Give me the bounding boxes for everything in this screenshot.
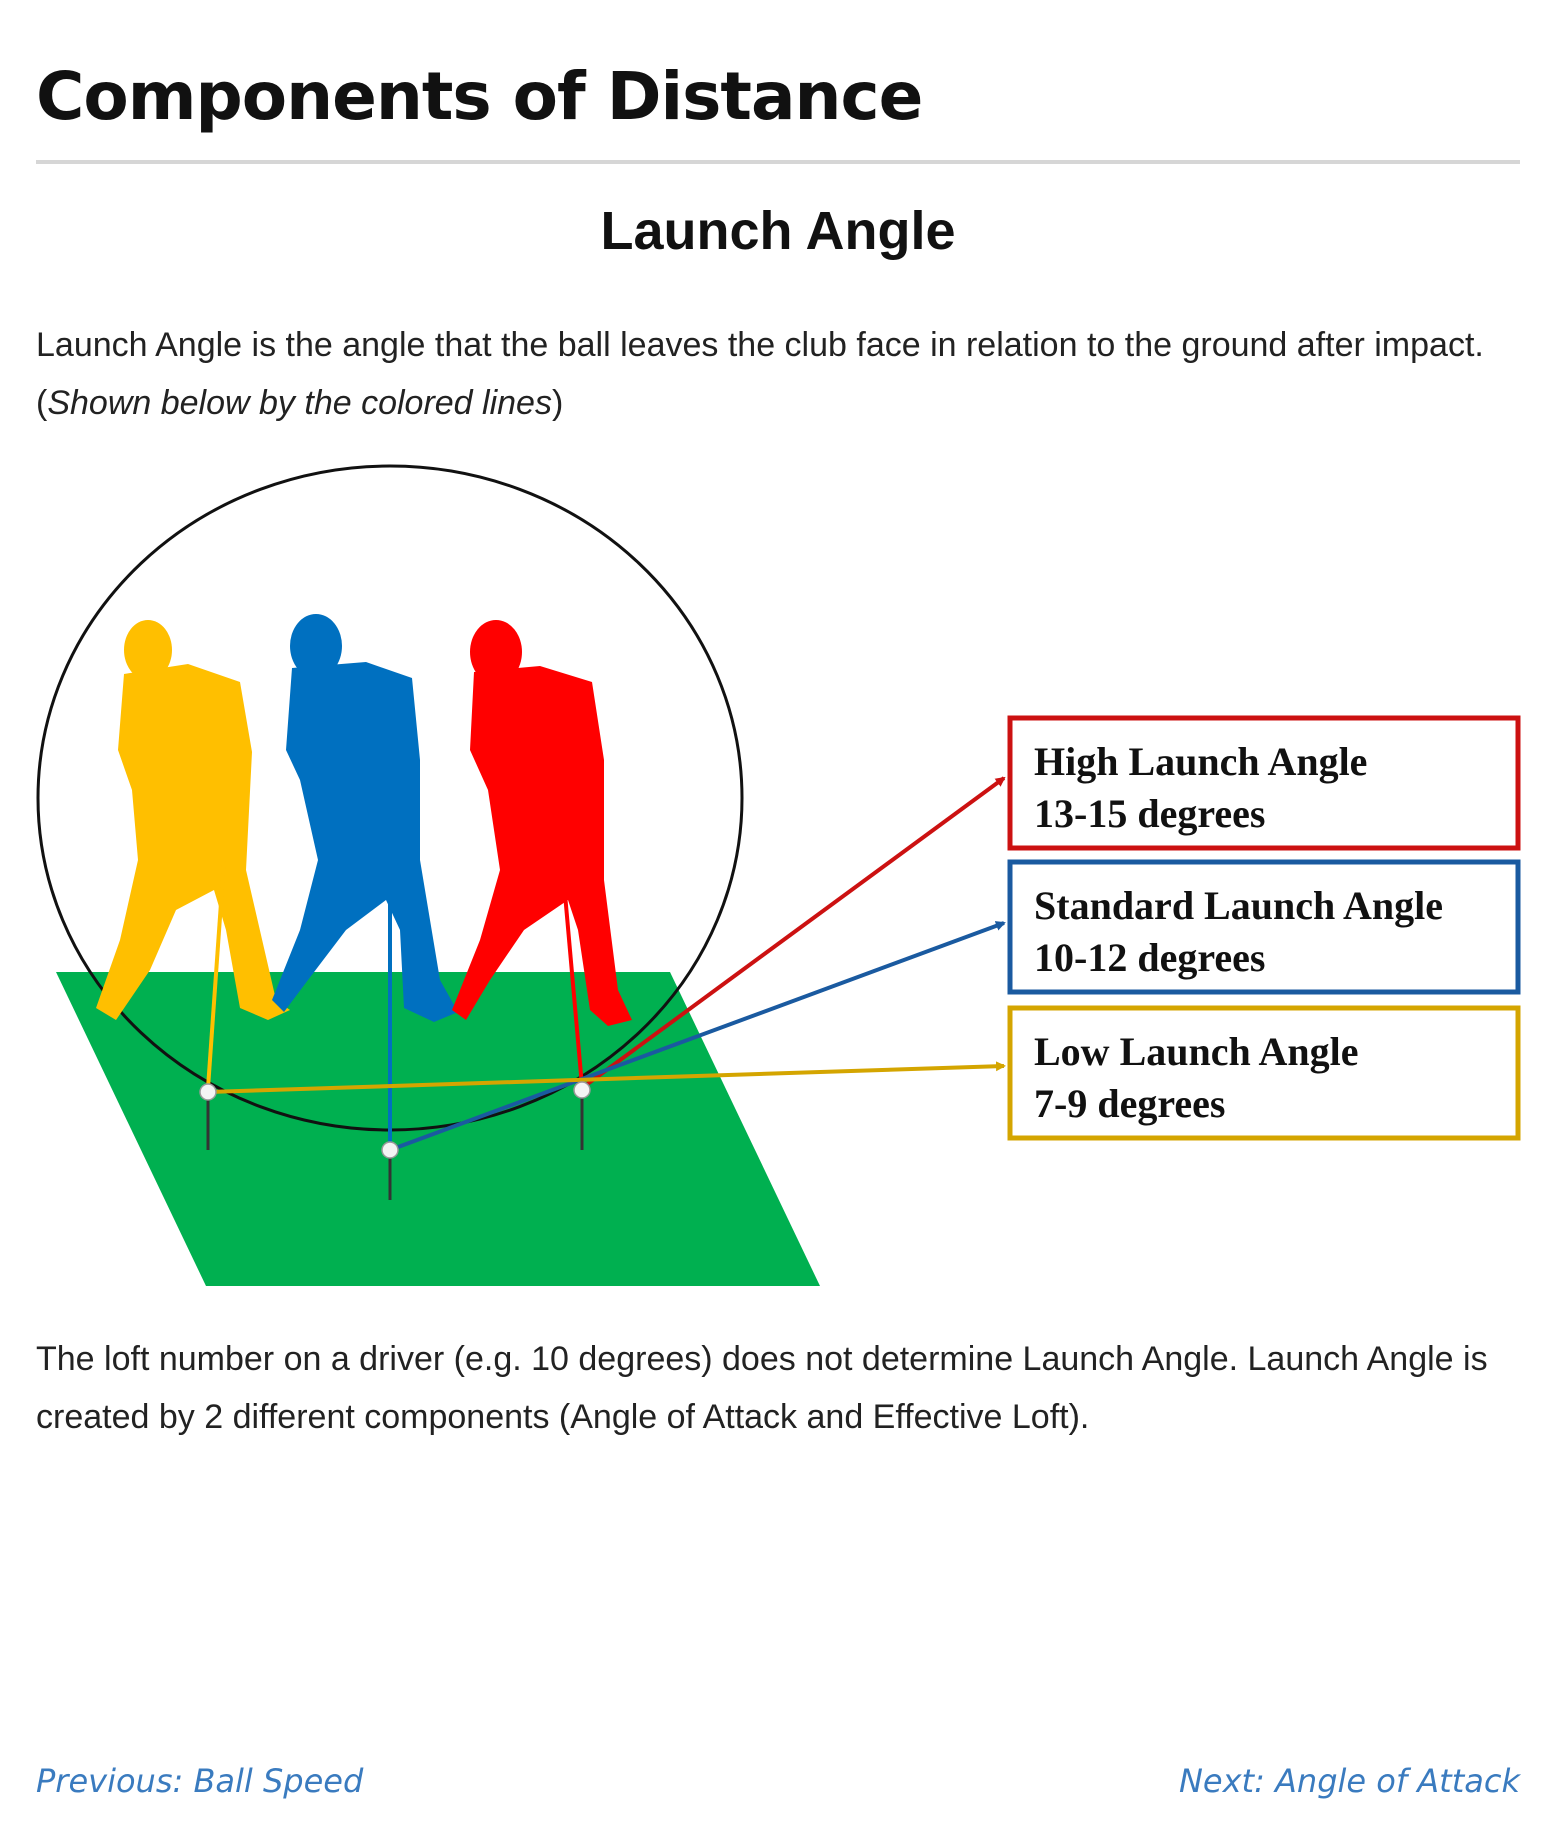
club-shaft-red — [560, 859, 584, 1087]
golfer-yellow-silhouette — [96, 620, 290, 1020]
label-standard-launch: Standard Launch Angle 10-12 degrees — [1007, 859, 1521, 995]
page-title: Components of Distance — [36, 58, 923, 135]
intro-text: Launch Angle is the angle that the ball … — [36, 326, 1484, 422]
launch-line-low — [207, 1061, 1006, 1094]
launch-line-high — [580, 776, 1006, 1090]
previous-link[interactable]: Previous: Ball Speed — [36, 1762, 364, 1800]
label-high-range: 13-15 degrees — [1034, 791, 1265, 836]
golfer-blue-silhouette — [272, 614, 458, 1022]
launch-line-standard — [389, 921, 1006, 1152]
label-standard-title: Standard Launch Angle — [1034, 883, 1443, 928]
label-low-range: 7-9 degrees — [1034, 1081, 1225, 1126]
golf-ball-red — [573, 1081, 591, 1099]
intro-text-end: ) — [551, 384, 564, 422]
golf-ball-blue — [381, 1141, 399, 1159]
ground-plane — [56, 972, 820, 1286]
next-link[interactable]: Next: Angle of Attack — [1178, 1762, 1520, 1800]
outro-paragraph: The loft number on a driver (e.g. 10 deg… — [36, 1340, 1488, 1436]
label-standard-range: 10-12 degrees — [1034, 935, 1265, 980]
golfer-red-silhouette — [452, 620, 632, 1026]
club-shaft-yellow — [206, 859, 226, 1089]
intro-emphasis: Shown below by the colored lines — [47, 384, 552, 422]
launch-angle-diagram: High Launch Angle 13-15 degrees Standard… — [36, 464, 1521, 1286]
label-high-launch: High Launch Angle 13-15 degrees — [1007, 715, 1521, 851]
section-title: Launch Angle — [600, 201, 956, 261]
label-low-launch: Low Launch Angle 7-9 degrees — [1007, 1005, 1521, 1141]
title-divider — [36, 160, 1520, 164]
golf-ball-yellow — [199, 1083, 217, 1101]
label-high-title: High Launch Angle — [1034, 739, 1367, 784]
label-low-title: Low Launch Angle — [1034, 1029, 1359, 1074]
intro-paragraph: Launch Angle is the angle that the ball … — [36, 316, 1526, 432]
